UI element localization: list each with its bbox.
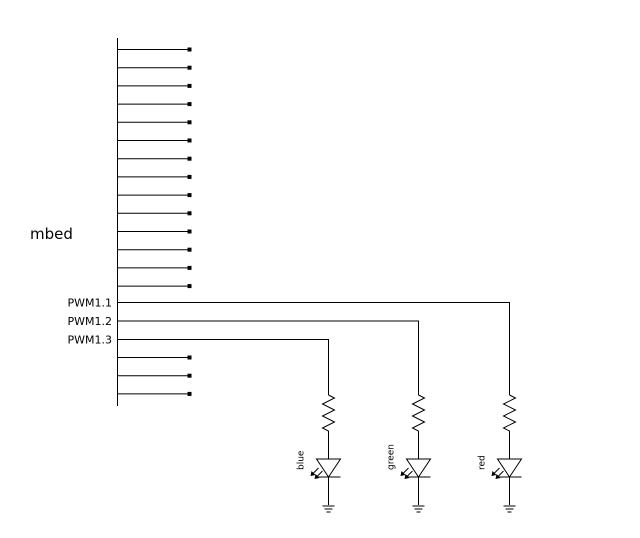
pin-terminal bbox=[187, 65, 192, 70]
pin-terminal bbox=[187, 102, 192, 107]
pin-terminal bbox=[187, 83, 192, 88]
pwm-wire bbox=[117, 339, 329, 395]
pin-terminal bbox=[187, 284, 192, 289]
led-diode bbox=[315, 458, 342, 478]
led-label-green: green bbox=[387, 444, 397, 470]
pin-terminal bbox=[187, 355, 192, 360]
resistor bbox=[502, 394, 517, 433]
unused-pins bbox=[117, 47, 192, 396]
pwm-pin-label: PWM1.3 bbox=[68, 334, 113, 347]
pwm-pin-label: PWM1.1 bbox=[68, 297, 113, 310]
pin-terminal bbox=[187, 211, 192, 216]
led-circuit-blue: blue bbox=[297, 394, 342, 513]
resistor bbox=[321, 394, 336, 433]
pin-terminal bbox=[187, 373, 192, 378]
pwm-wire bbox=[117, 320, 419, 395]
pin-terminal bbox=[187, 138, 192, 143]
led-diode bbox=[405, 458, 432, 478]
pin-terminal bbox=[187, 229, 192, 234]
pwm-pin-label: PWM1.2 bbox=[68, 315, 113, 328]
pwm-wire bbox=[117, 302, 510, 395]
ground-symbol bbox=[503, 505, 516, 513]
led-label-blue: blue bbox=[297, 450, 307, 470]
pin-terminal bbox=[187, 247, 192, 252]
led-circuits: blue green red bbox=[297, 394, 523, 513]
mbed-label: mbed bbox=[30, 225, 73, 243]
resistor bbox=[411, 394, 426, 433]
pin-terminal bbox=[187, 47, 192, 52]
pin-terminal bbox=[187, 120, 192, 125]
led-diode bbox=[496, 458, 523, 478]
pin-terminal bbox=[187, 174, 192, 179]
led-emission-arrows bbox=[491, 467, 504, 479]
pin-terminal bbox=[187, 265, 192, 270]
pin-terminal bbox=[187, 391, 192, 396]
led-label-red: red bbox=[478, 455, 488, 470]
led-symbol bbox=[400, 458, 432, 479]
ground-symbol bbox=[322, 505, 335, 513]
led-symbol bbox=[310, 458, 342, 479]
pin-terminal bbox=[187, 156, 192, 161]
led-emission-arrows bbox=[400, 467, 413, 479]
ground-symbol bbox=[412, 505, 425, 513]
led-circuit-green: green bbox=[387, 394, 432, 513]
led-symbol bbox=[491, 458, 523, 479]
led-circuit-red: red bbox=[478, 394, 523, 513]
pin-terminal bbox=[187, 193, 192, 198]
led-emission-arrows bbox=[310, 467, 323, 479]
